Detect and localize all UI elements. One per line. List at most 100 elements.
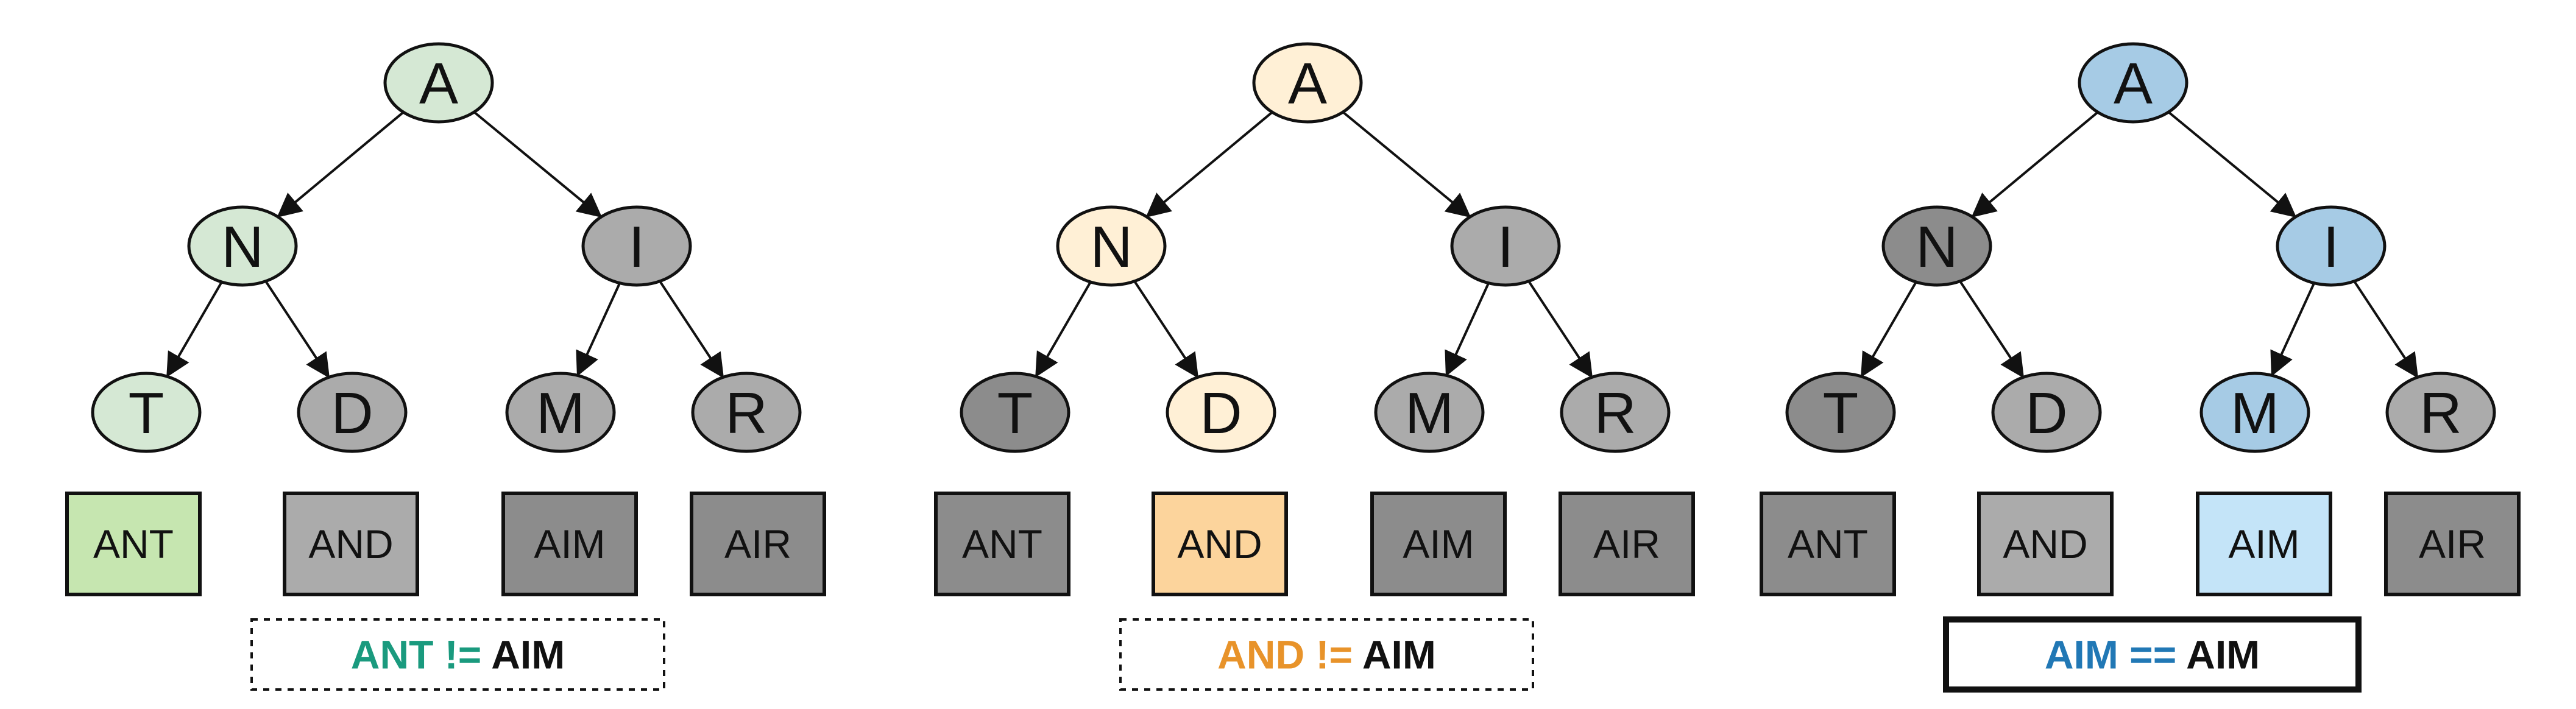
comparison-operator: != xyxy=(445,632,482,677)
leaf-word-box: AND xyxy=(283,492,419,596)
edge-a-i xyxy=(1342,111,1471,218)
node-shape xyxy=(1450,205,1561,287)
leaf-word-label: AND xyxy=(308,521,393,566)
comparison-border xyxy=(250,618,665,691)
edge-a-n xyxy=(1145,111,1273,218)
leaf-box-shape xyxy=(2384,492,2521,596)
trie-node-t: T xyxy=(91,372,202,453)
leaf-word-label: ANT xyxy=(1788,521,1868,566)
comparison-operator: == xyxy=(2129,632,2176,677)
comparison-text: ANT != AIM xyxy=(351,632,565,677)
leaf-word-box: AIM xyxy=(501,492,638,596)
node-label: T xyxy=(1823,381,1859,446)
edge-n-d xyxy=(1959,280,2025,378)
node-shape xyxy=(1991,372,2102,453)
node-shape xyxy=(505,372,616,453)
trie-node-n: N xyxy=(1881,205,1992,287)
node-label: N xyxy=(1916,214,1958,280)
comparison-border xyxy=(1943,616,2362,693)
comparison-right-word: AIM xyxy=(491,632,565,677)
comparison-space xyxy=(1304,632,1315,677)
leaf-box-shape xyxy=(1559,492,1695,596)
node-label: D xyxy=(2025,381,2067,446)
trie-node-t: T xyxy=(1785,372,1896,453)
edge-n-t xyxy=(1861,281,1917,378)
trie-node-a: A xyxy=(383,42,494,124)
node-shape xyxy=(2276,205,2387,287)
leaf-word-label: AIR xyxy=(1593,521,1660,566)
node-label: A xyxy=(1288,51,1327,116)
node-shape xyxy=(1252,42,1363,124)
comparison-box: AND != AIM xyxy=(1119,618,1534,691)
comparison-right-word: AIM xyxy=(1362,632,1436,677)
comparison-box: ANT != AIM xyxy=(250,618,665,691)
node-label: T xyxy=(129,381,165,446)
leaf-box-shape xyxy=(1760,492,1896,596)
edge-i-r xyxy=(2353,280,2419,378)
comparison-space xyxy=(481,632,491,677)
comparison-space xyxy=(433,632,444,677)
edge-i-m xyxy=(576,282,621,377)
edge-n-d xyxy=(1133,280,1199,378)
node-label: A xyxy=(419,51,458,116)
node-label: T xyxy=(997,381,1033,446)
leaf-word-label: ANT xyxy=(962,521,1042,566)
edge-i-m xyxy=(1445,282,1490,377)
node-shape xyxy=(1785,372,1896,453)
leaf-box-shape xyxy=(690,492,826,596)
comparison-space xyxy=(2118,632,2129,677)
leaf-word-box: AIR xyxy=(1559,492,1695,596)
comparison-border xyxy=(1119,618,1534,691)
leaf-box-shape xyxy=(934,492,1070,596)
node-label: R xyxy=(2419,381,2461,446)
trie-node-t: T xyxy=(960,372,1070,453)
leaf-word-box: ANT xyxy=(65,492,202,596)
node-shape xyxy=(1056,205,1167,287)
trie-node-m: M xyxy=(1374,372,1485,453)
leaf-box-shape xyxy=(1977,492,2114,596)
node-label: M xyxy=(536,381,585,446)
comparison-space xyxy=(2176,632,2186,677)
node-shape xyxy=(383,42,494,124)
edge-i-r xyxy=(659,280,724,378)
trie-node-a: A xyxy=(2078,42,2189,124)
trie-node-i: I xyxy=(581,205,692,287)
edge-i-r xyxy=(1527,280,1593,378)
node-shape xyxy=(1881,205,1992,287)
leaf-word-label: AIR xyxy=(724,521,791,566)
edge-a-n xyxy=(277,111,405,218)
trie-node-n: N xyxy=(1056,205,1167,287)
leaf-word-box: AIR xyxy=(2384,492,2521,596)
leaf-word-label: AIR xyxy=(2419,521,2486,566)
leaf-box-shape xyxy=(1370,492,1507,596)
leaf-word-box: AIM xyxy=(2196,492,2332,596)
comparison-left-word: AIM xyxy=(2045,632,2118,677)
comparison-text: AND != AIM xyxy=(1217,632,1436,677)
edge-a-n xyxy=(1971,111,2099,218)
node-label: I xyxy=(1498,214,1514,280)
leaf-word-label: AND xyxy=(2003,521,2087,566)
node-shape xyxy=(960,372,1070,453)
node-shape xyxy=(2078,42,2189,124)
leaf-word-label: AND xyxy=(1177,521,1262,566)
node-shape xyxy=(91,372,202,453)
node-shape xyxy=(1166,372,1276,453)
trie-node-r: R xyxy=(1560,372,1671,453)
leaf-word-box: AIM xyxy=(1370,492,1507,596)
comparison-box: AIM == AIM xyxy=(1943,616,2362,693)
node-label: D xyxy=(331,381,373,446)
trie-node-d: D xyxy=(1166,372,1276,453)
trie-node-i: I xyxy=(2276,205,2387,287)
comparison-text: AIM == AIM xyxy=(2045,632,2260,677)
leaf-box-shape xyxy=(2196,492,2332,596)
leaf-word-box: AIR xyxy=(690,492,826,596)
node-label: M xyxy=(1405,381,1454,446)
node-shape xyxy=(1374,372,1485,453)
node-shape xyxy=(1560,372,1671,453)
trie-node-a: A xyxy=(1252,42,1363,124)
node-shape xyxy=(581,205,692,287)
leaf-box-shape xyxy=(1152,492,1288,596)
